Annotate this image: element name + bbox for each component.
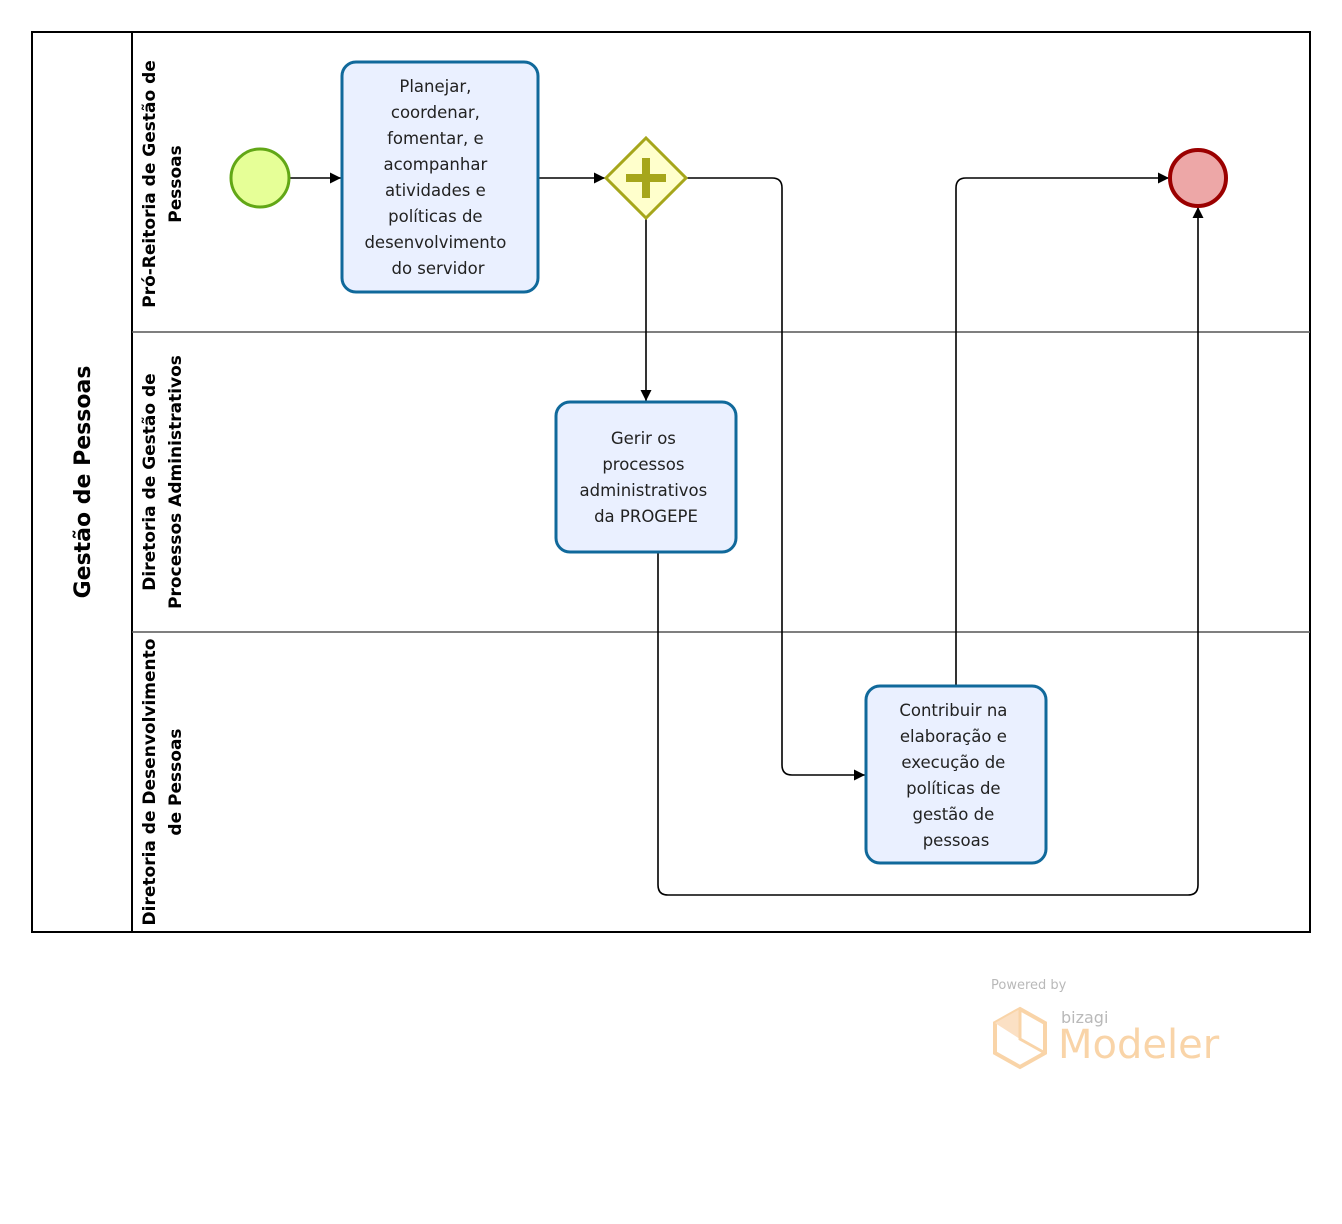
lane-label-line: Processos Administrativos [166, 355, 186, 609]
lane-label-line: Diretoria de Desenvolvimento [140, 639, 160, 926]
task-text: Contribuir na elaboração e execução de p… [899, 701, 1012, 850]
product-text: Modeler [1058, 1022, 1220, 1068]
brand-text: bizagi [1061, 1008, 1109, 1027]
task-gerir-processos[interactable]: Gerir os processos administrativos da PR… [554, 400, 738, 554]
lane-label-diretoria-processos: Diretoria de Gestão de Processos Adminis… [140, 355, 186, 609]
lane-label-line: de Pessoas [166, 728, 186, 835]
task-text: Gerir os processos administrativos da PR… [579, 429, 712, 526]
task-text: Planejar, coordenar, fomentar, e acompan… [364, 77, 511, 278]
plus-icon [626, 158, 666, 198]
lane-label-line: Diretoria de Gestão de [140, 373, 160, 590]
pool [31, 31, 1311, 933]
lane-label-line: Pessoas [166, 145, 186, 223]
bizagi-watermark: Powered by bizagi Modeler [988, 978, 1248, 1078]
lane-label-pro-reitoria: Pró-Reitoria de Gestão de Pessoas [140, 60, 186, 308]
parallel-gateway[interactable] [603, 135, 689, 221]
pool-title: Gestão de Pessoas [71, 366, 96, 599]
bizagi-logo-icon [993, 1006, 1047, 1070]
lane-label-line: Pró-Reitoria de Gestão de [140, 60, 160, 308]
sequence-flow[interactable] [955, 172, 1169, 686]
start-event[interactable] [229, 147, 291, 209]
sequence-flow[interactable] [686, 177, 865, 781]
task-planejar[interactable]: Planejar, coordenar, fomentar, e acompan… [340, 60, 540, 294]
end-event[interactable] [1168, 148, 1228, 208]
powered-by-text: Powered by [991, 978, 1067, 993]
sequence-flow[interactable] [657, 207, 1204, 896]
lane-label-diretoria-desenvolvimento: Diretoria de Desenvolvimento de Pessoas [140, 639, 186, 926]
task-contribuir[interactable]: Contribuir na elaboração e execução de p… [864, 684, 1048, 865]
